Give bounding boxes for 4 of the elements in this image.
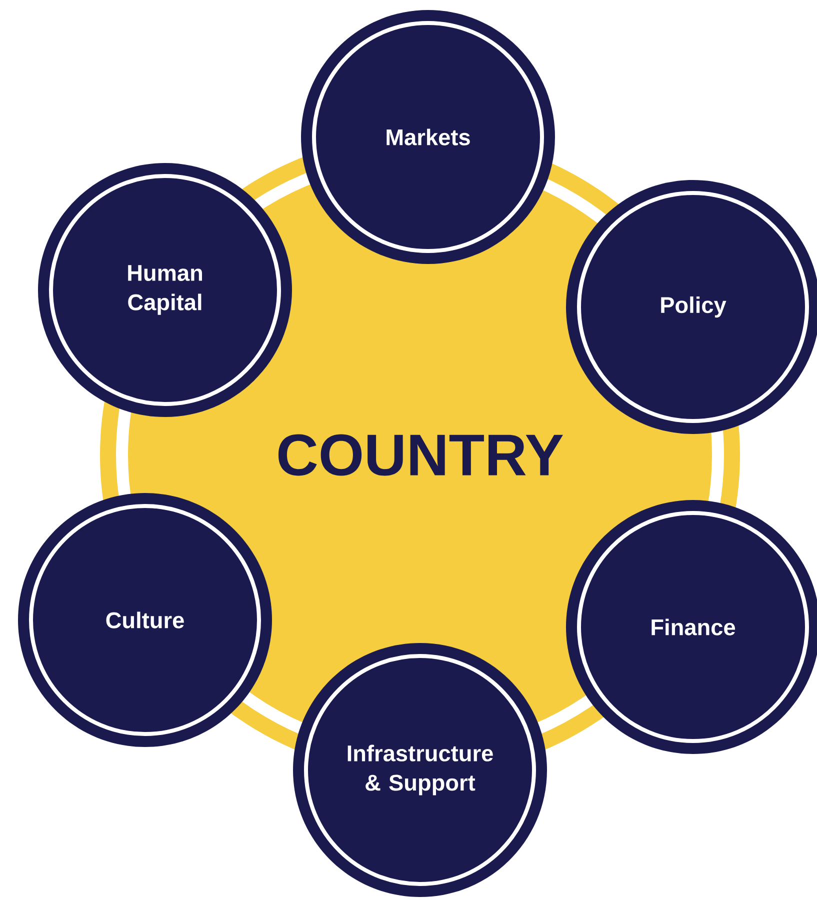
circle-node: Culture <box>18 493 272 747</box>
circle-node: Human Capital <box>38 163 292 417</box>
circle-node: Markets <box>301 10 555 264</box>
circle-node: Infrastructure & Support <box>293 643 547 897</box>
